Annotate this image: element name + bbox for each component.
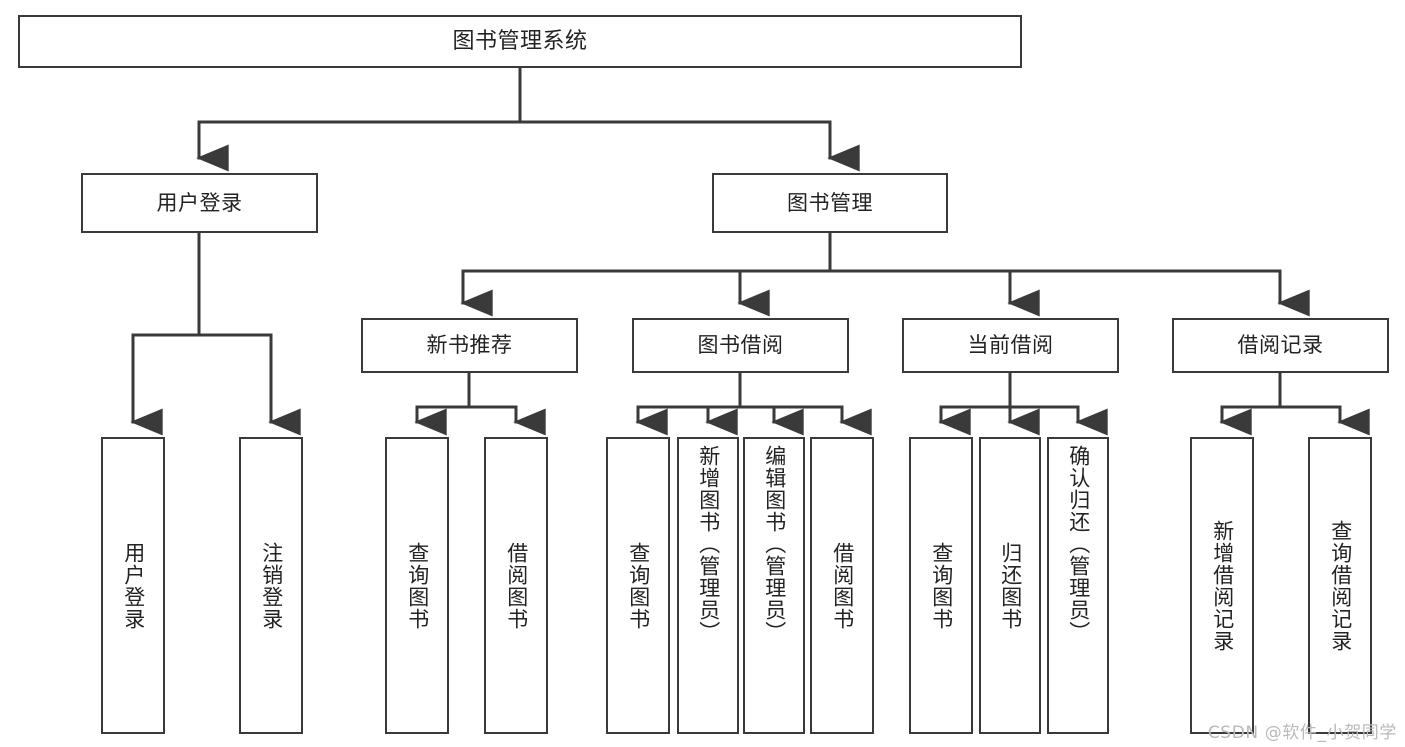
leaf-user-login[interactable]: 用户登录 [101,437,165,734]
leaf-borrow-book-2-label: 借阅图书 [830,541,855,630]
leaf-add-book-label: 新增图书（管理员） [696,445,721,643]
node-book-borrow-label: 图书借阅 [697,333,784,358]
node-book-borrow[interactable]: 图书借阅 [632,318,849,373]
leaf-query-book-1[interactable]: 查询图书 [385,437,449,734]
leaf-user-logout-label: 注销登录 [259,541,284,630]
leaf-query-book-3[interactable]: 查询图书 [909,437,973,734]
node-book-manage-label: 图书管理 [787,190,873,215]
watermark: CSDN @软件_小贺同学 [1207,723,1397,743]
leaf-query-record-label: 查询借阅记录 [1328,519,1353,652]
leaf-add-record[interactable]: 新增借阅记录 [1190,437,1254,734]
node-user-login[interactable]: 用户登录 [81,173,318,233]
leaf-query-book-1-label: 查询图书 [405,541,430,630]
leaf-return-book-label: 归还图书 [998,541,1023,630]
leaf-return-book[interactable]: 归还图书 [979,437,1041,734]
node-current-borrow-label: 当前借阅 [967,333,1054,358]
node-root[interactable]: 图书管理系统 [18,15,1022,68]
node-user-login-label: 用户登录 [156,190,243,215]
leaf-user-logout[interactable]: 注销登录 [239,437,303,734]
leaf-borrow-book-1[interactable]: 借阅图书 [484,437,548,734]
leaf-query-book-2-label: 查询图书 [626,541,651,630]
node-borrow-record[interactable]: 借阅记录 [1172,318,1389,373]
node-root-label: 图书管理系统 [452,28,588,54]
leaf-user-login-label: 用户登录 [121,541,146,630]
node-current-borrow[interactable]: 当前借阅 [902,318,1119,373]
leaf-confirm-return[interactable]: 确认归还（管理员） [1047,437,1109,734]
node-borrow-record-label: 借阅记录 [1237,333,1324,358]
node-book-manage[interactable]: 图书管理 [712,173,948,233]
leaf-edit-book-label: 编辑图书（管理员） [762,445,787,643]
leaf-query-record[interactable]: 查询借阅记录 [1308,437,1372,734]
leaf-add-record-label: 新增借阅记录 [1210,519,1235,652]
leaf-confirm-return-label: 确认归还（管理员） [1066,445,1091,643]
node-new-book-recommend-label: 新书推荐 [426,333,513,358]
node-new-book-recommend[interactable]: 新书推荐 [361,318,578,373]
leaf-add-book[interactable]: 新增图书（管理员） [677,437,739,734]
leaf-query-book-3-label: 查询图书 [929,541,954,630]
leaf-borrow-book-1-label: 借阅图书 [504,541,529,630]
leaf-query-book-2[interactable]: 查询图书 [606,437,670,734]
leaf-borrow-book-2[interactable]: 借阅图书 [810,437,874,734]
leaf-edit-book[interactable]: 编辑图书（管理员） [743,437,805,734]
